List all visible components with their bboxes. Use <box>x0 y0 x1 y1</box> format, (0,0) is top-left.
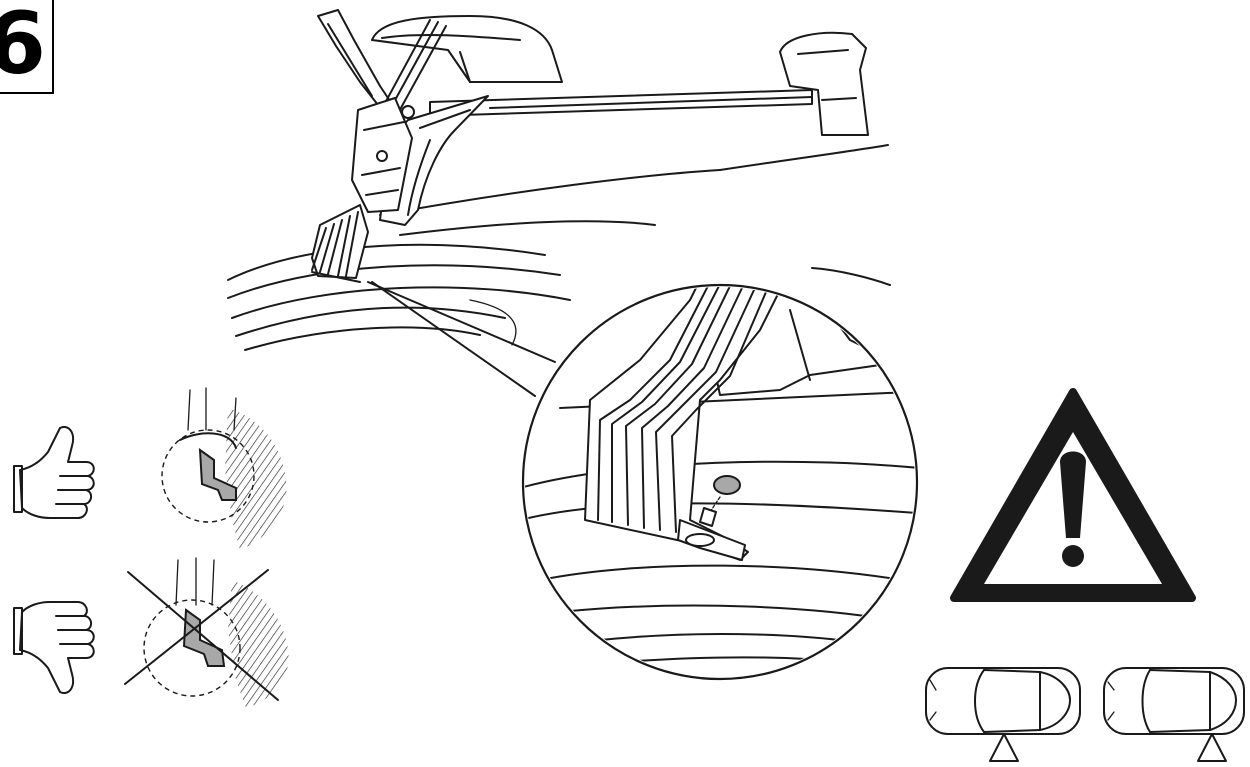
step-number-box: 6 <box>0 0 54 94</box>
warning-triangle-icon <box>950 388 1196 602</box>
car-top-view-left <box>925 667 1081 762</box>
car-roof-illustration <box>227 144 891 351</box>
zoomed-clamp-detail <box>525 287 915 669</box>
thumbs-down-icon <box>13 601 95 694</box>
correct-fit-detail <box>161 387 287 550</box>
car-top-view-right <box>1103 667 1245 762</box>
step-number: 6 <box>0 0 46 94</box>
roof-rack <box>311 9 869 283</box>
incorrect-fit-detail <box>124 557 289 708</box>
thumbs-up-icon <box>13 426 95 519</box>
